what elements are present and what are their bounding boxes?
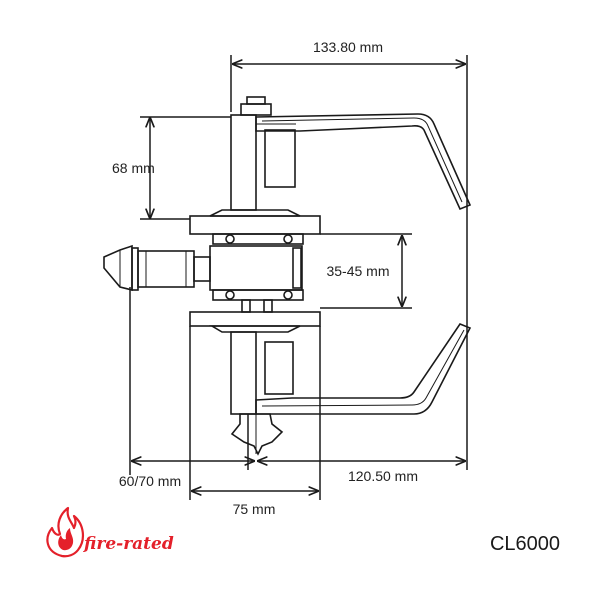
thumb-turn [230,413,284,456]
fire-rated-label: fire-rated [83,534,174,554]
model-code: CL6000 [489,533,560,555]
lower-lever-handle [255,323,472,415]
dim-rose-width-label: 75 mm [233,501,276,517]
upper-spindle-housing [230,96,296,211]
lower-rose-plate [189,311,321,333]
lower-spindle-housing [230,331,294,415]
dim-handle-height-label: 68 mm [112,160,155,176]
latch-bolt [103,244,211,292]
flame-inner-icon [58,528,74,551]
dim-door-thickness-label: 35-45 mm [326,263,389,279]
dim-lever-reach-label: 120.50 mm [348,468,418,484]
flame-icon [46,506,84,558]
latch-mechanism [209,233,304,313]
dim-backset-label: 60/70 mm [119,473,181,489]
upper-rose-plate [189,209,321,235]
dimension-lines [129,55,468,500]
fire-rated-badge: fire-rated [46,506,174,558]
upper-lever-handle [255,113,472,211]
dim-overall-length-label: 133.80 mm [313,39,383,55]
